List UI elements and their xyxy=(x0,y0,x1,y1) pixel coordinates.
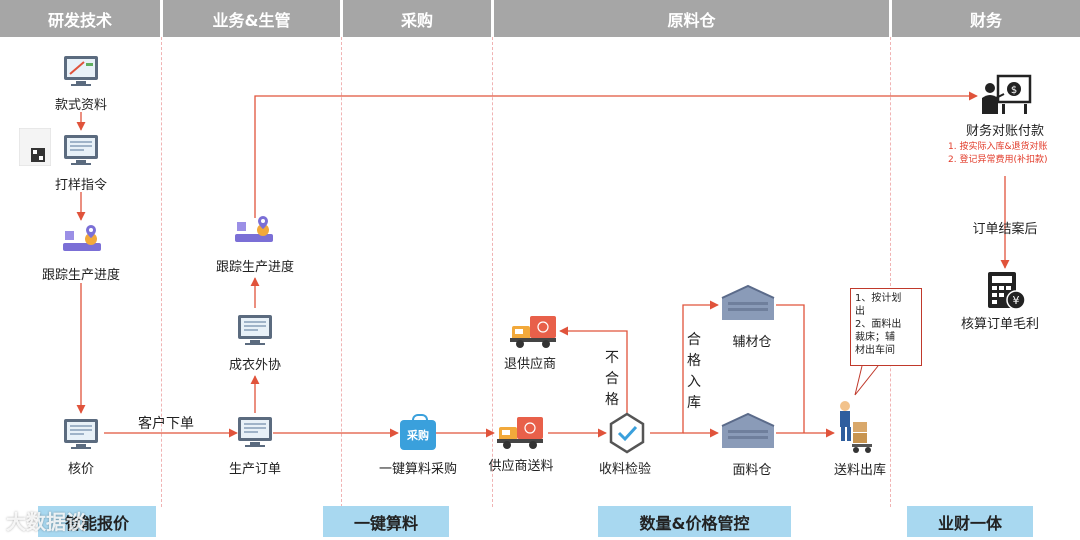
warehouse-icon xyxy=(721,412,775,448)
worker-cart-icon xyxy=(840,401,872,453)
node-one-click-purchase: 一键算料采购 xyxy=(378,462,457,477)
node-quote: 核价 xyxy=(67,462,94,477)
band-finance-integration: 业财一体 xyxy=(907,506,1033,537)
node-fabric-warehouse: 面料仓 xyxy=(732,463,772,478)
callout-line: 出 xyxy=(855,306,865,317)
svg-text:$: $ xyxy=(1011,85,1017,96)
svg-text:¥: ¥ xyxy=(1013,294,1020,307)
delivery-truck-icon xyxy=(510,316,556,348)
arrow-accessory-to-issue xyxy=(776,304,805,433)
purchase-badge-label: 采购 xyxy=(407,429,429,442)
workflow-track-icon xyxy=(63,225,101,251)
delivery-truck-icon xyxy=(497,417,543,449)
callout-pointer xyxy=(854,365,879,396)
calculator-icon: ¥ xyxy=(988,272,1026,310)
node-sample-order: 打样指令 xyxy=(54,178,107,193)
node-track-progress-rd: 跟踪生产进度 xyxy=(41,268,120,283)
lane-header-rd: 研发技术 xyxy=(0,0,160,37)
lane-header-purchase: 采购 xyxy=(343,0,491,37)
watermark-logo: 大数据谈 xyxy=(6,510,86,534)
lane-header-business: 业务&生管 xyxy=(163,0,340,37)
finance-board-icon: $ xyxy=(982,74,1032,114)
lane-divider xyxy=(341,37,342,507)
finance-note-1: 1. 按实际入库&退货对账 xyxy=(948,142,1048,152)
band-smart-quote: 智能报价 xyxy=(38,506,156,537)
lane-divider xyxy=(890,37,891,507)
callout-line: 材出车间 xyxy=(855,345,895,356)
lane-header-warehouse: 原料仓 xyxy=(494,0,889,37)
qr-code-icon xyxy=(19,128,51,166)
node-style-data: 款式资料 xyxy=(54,98,107,113)
node-calc-margin: 核算订单毛利 xyxy=(960,317,1039,332)
band-one-click-calc: 一键算料 xyxy=(323,506,449,537)
band-qty-price-control: 数量&价格管控 xyxy=(598,506,791,537)
node-return-supplier: 退供应商 xyxy=(503,357,556,372)
edge-label-qualified-in: 合格入库 xyxy=(687,332,701,411)
callout-line: 2、面料出 xyxy=(855,319,902,330)
finance-note-2: 2. 登记异常费用(补扣款) xyxy=(948,155,1048,165)
purchase-bag-handle xyxy=(412,414,428,423)
monitor-icon xyxy=(238,315,272,345)
lane-divider xyxy=(161,37,162,507)
callout-line: 1、按计划 xyxy=(855,293,902,304)
monitor-icon xyxy=(64,419,98,449)
arrow-inspect-to-return xyxy=(559,326,628,413)
monitor-icon xyxy=(238,417,272,447)
node-finance-reconcile: 财务对账付款 xyxy=(965,124,1044,139)
warehouse-icon xyxy=(721,284,775,320)
node-track-progress-biz: 跟踪生产进度 xyxy=(215,260,294,275)
arrow-track-to-finance xyxy=(254,91,978,218)
node-outsourcing: 成衣外协 xyxy=(228,358,281,373)
arrow-inspect-to-accessory xyxy=(650,300,719,434)
workflow-track-icon xyxy=(235,216,273,242)
node-supplier-delivery: 供应商送料 xyxy=(488,459,554,474)
node-issue-out: 送料出库 xyxy=(833,463,886,478)
check-shield-icon xyxy=(609,412,645,454)
node-production-order: 生产订单 xyxy=(228,462,281,477)
edge-label-after-close: 订单结案后 xyxy=(972,222,1038,237)
issue-callout: 1、按计划 出 2、面料出 裁床；辅 材出车间 xyxy=(850,288,922,366)
callout-line: 裁床；辅 xyxy=(855,332,895,343)
purchase-bag-icon: 采购 xyxy=(400,420,436,450)
lane-divider xyxy=(492,37,493,507)
monitor-icon xyxy=(64,135,98,165)
node-accessory-warehouse: 辅材仓 xyxy=(732,335,772,350)
edge-label-customer-order: 客户下单 xyxy=(138,416,194,432)
lane-header-finance: 财务 xyxy=(892,0,1080,37)
node-receive-inspect: 收料检验 xyxy=(598,462,651,477)
design-monitor-icon xyxy=(64,56,98,86)
edge-label-not-qualified: 不合格 xyxy=(605,350,619,408)
